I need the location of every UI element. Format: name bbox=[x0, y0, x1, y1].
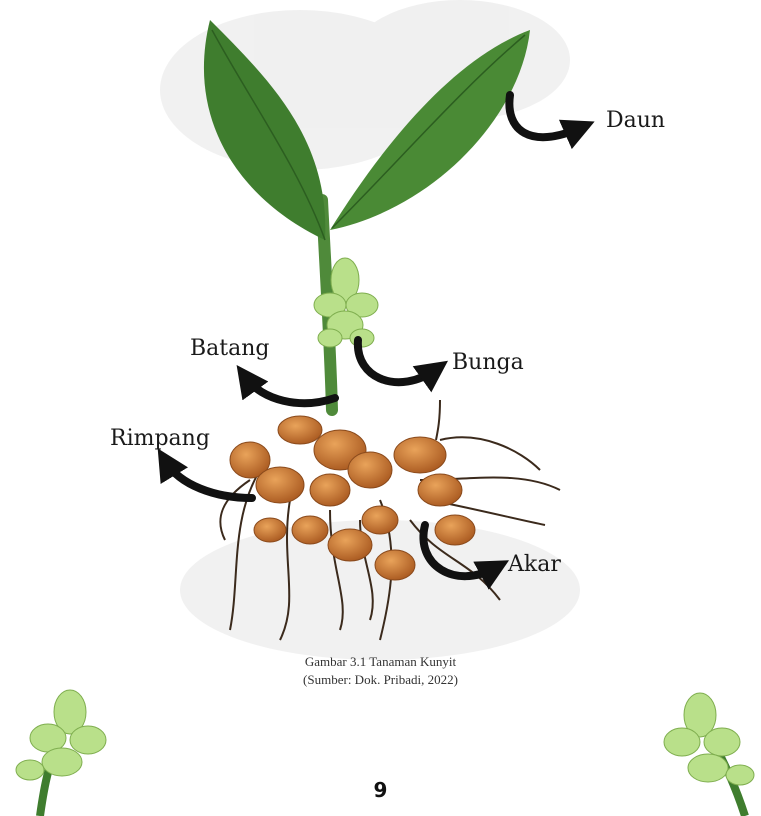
label-rimpang: Rimpang bbox=[110, 426, 210, 451]
arrow-batang bbox=[246, 378, 335, 403]
figure-caption-title: Gambar 3.1 Tanaman Kunyit bbox=[0, 654, 761, 670]
page-number: 9 bbox=[0, 778, 761, 802]
figure-caption-source: (Sumber: Dok. Pribadi, 2022) bbox=[0, 672, 761, 688]
label-bunga: Bunga bbox=[452, 350, 524, 375]
label-batang: Batang bbox=[190, 336, 270, 361]
label-akar: Akar bbox=[508, 552, 561, 577]
label-daun: Daun bbox=[606, 108, 665, 133]
arrow-bunga bbox=[358, 340, 435, 382]
